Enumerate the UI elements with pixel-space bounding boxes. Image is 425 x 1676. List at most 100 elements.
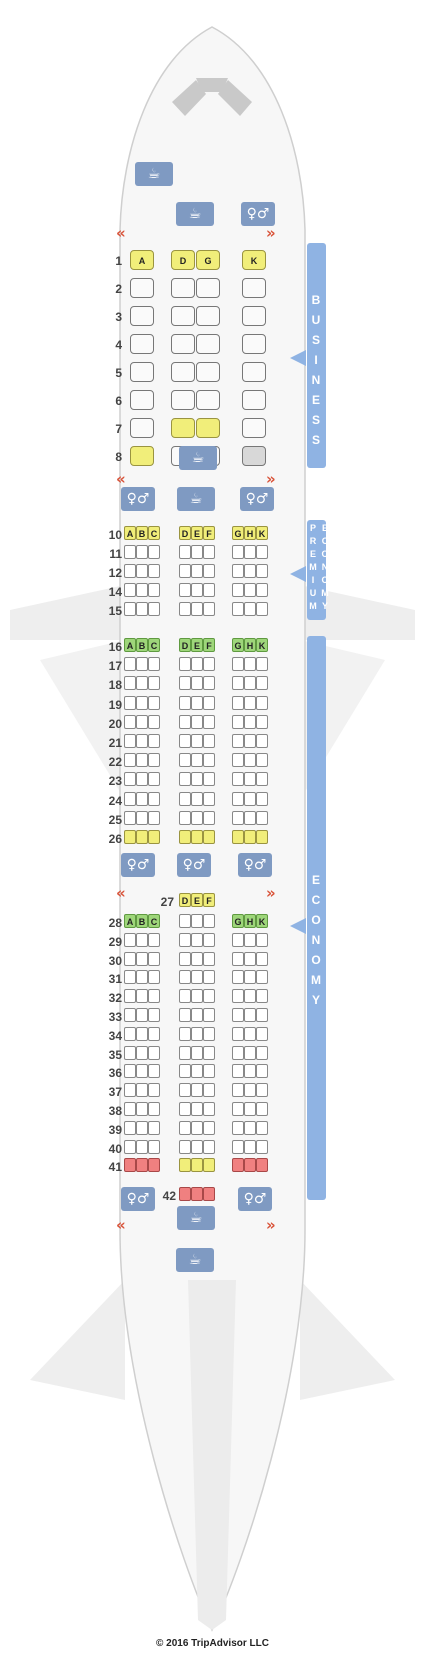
seat[interactable] [124,989,136,1004]
seat[interactable]: D [179,526,191,540]
seat[interactable]: B [136,526,148,540]
seat[interactable] [136,970,148,985]
seat[interactable] [203,951,215,966]
seat[interactable] [256,932,268,947]
seat[interactable] [191,1158,203,1173]
seat[interactable] [232,1026,244,1041]
seat[interactable] [191,657,203,672]
seat[interactable] [130,278,154,298]
seat[interactable] [232,932,244,947]
seat[interactable] [124,714,136,729]
seat[interactable] [148,1045,160,1060]
seat[interactable] [130,362,154,382]
seat[interactable] [124,657,136,672]
seat[interactable] [124,772,136,787]
seat[interactable] [179,1187,191,1201]
seat[interactable] [191,714,203,729]
seat[interactable] [136,1045,148,1060]
seat[interactable] [244,734,256,748]
seat[interactable] [148,830,160,844]
seat[interactable] [232,602,244,616]
seat[interactable] [203,989,215,1004]
seat[interactable] [171,334,195,354]
seat[interactable]: F [203,893,215,907]
seat[interactable] [244,602,256,616]
seat[interactable]: D [179,893,191,907]
seat[interactable] [196,306,220,326]
seat[interactable] [244,1064,256,1079]
seat[interactable] [256,810,268,825]
seat[interactable] [244,1120,256,1135]
seat[interactable]: A [124,638,136,652]
seat[interactable] [191,1187,203,1201]
seat[interactable] [256,583,268,597]
seat[interactable] [242,362,266,382]
seat[interactable] [244,753,256,768]
seat[interactable] [203,545,215,559]
seat[interactable] [191,951,203,966]
seat[interactable] [256,545,268,559]
seat[interactable] [203,734,215,748]
seat[interactable] [196,334,220,354]
seat[interactable] [136,695,148,710]
seat[interactable] [244,695,256,710]
seat[interactable] [171,418,195,438]
seat[interactable] [179,734,191,748]
seat[interactable]: H [244,638,256,652]
seat[interactable] [179,545,191,559]
seat[interactable] [203,1045,215,1060]
seat[interactable] [124,791,136,806]
seat[interactable] [148,951,160,966]
seat[interactable] [136,1120,148,1135]
seat[interactable] [124,564,136,578]
seat[interactable] [232,1083,244,1098]
seat[interactable] [136,753,148,768]
seat[interactable] [256,602,268,616]
seat[interactable] [148,772,160,787]
seat[interactable] [203,1158,215,1173]
seat[interactable]: K [256,914,268,928]
seat[interactable] [191,772,203,787]
seat[interactable] [242,278,266,298]
seat[interactable] [148,1158,160,1173]
seat[interactable] [179,1008,191,1022]
seat[interactable]: B [136,914,148,928]
seat[interactable] [136,810,148,825]
seat[interactable] [171,278,195,298]
seat[interactable]: E [191,638,203,652]
seat[interactable] [191,676,203,691]
seat[interactable] [244,714,256,729]
seat[interactable] [148,545,160,559]
seat[interactable] [203,1008,215,1022]
seat[interactable] [256,1139,268,1154]
seat[interactable] [242,306,266,326]
seat[interactable] [179,914,191,928]
seat[interactable] [179,772,191,787]
seat[interactable] [124,734,136,748]
seat[interactable]: G [196,250,220,270]
seat[interactable] [232,1158,244,1173]
seat[interactable] [203,695,215,710]
seat[interactable] [256,1158,268,1173]
seat[interactable] [203,772,215,787]
seat[interactable] [124,1064,136,1079]
seat[interactable] [244,1139,256,1154]
seat[interactable] [256,1120,268,1135]
seat[interactable]: F [203,526,215,540]
seat[interactable] [148,1120,160,1135]
seat[interactable] [232,545,244,559]
seat[interactable] [171,306,195,326]
seat[interactable] [203,810,215,825]
seat[interactable] [203,657,215,672]
seat[interactable] [203,1102,215,1116]
seat[interactable] [244,1008,256,1022]
seat[interactable] [124,1139,136,1154]
seat[interactable] [232,989,244,1004]
seat[interactable] [130,418,154,438]
seat[interactable] [124,830,136,844]
seat[interactable] [124,583,136,597]
seat[interactable] [196,390,220,410]
seat[interactable] [148,1139,160,1154]
seat[interactable] [124,545,136,559]
seat[interactable] [244,564,256,578]
